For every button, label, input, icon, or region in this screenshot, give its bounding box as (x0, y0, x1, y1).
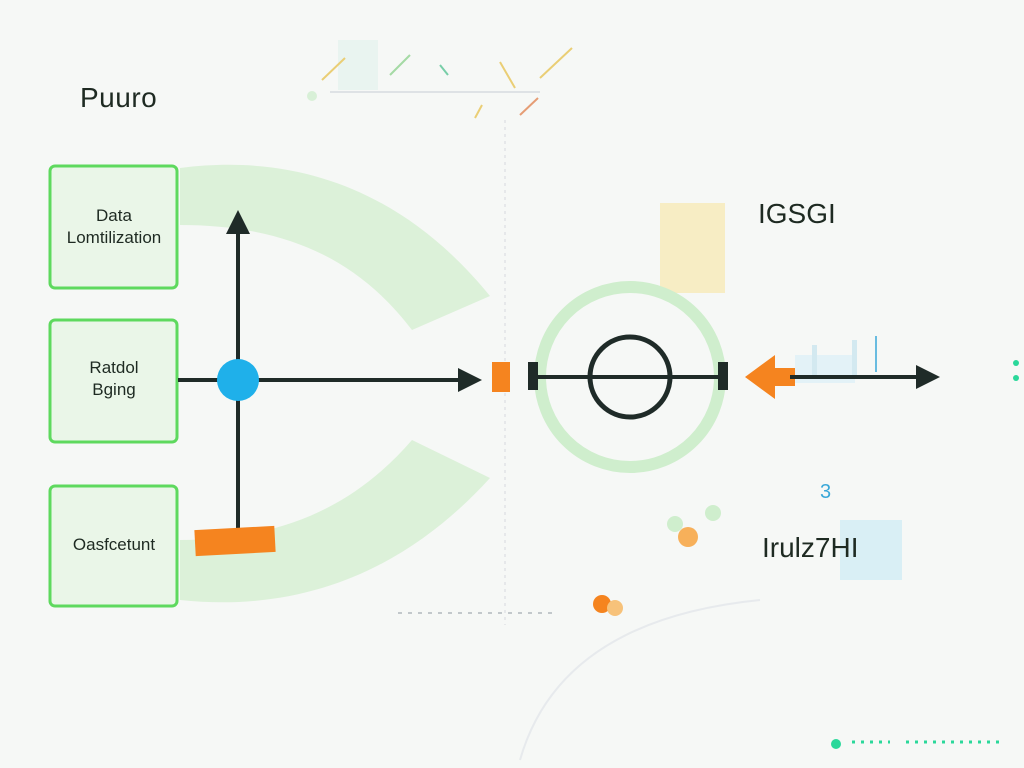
decor-stroke (519, 97, 539, 116)
curved-arrow-bottom (180, 440, 490, 603)
dot-orange-dark (593, 595, 611, 613)
decor-dot (1013, 375, 1019, 381)
teal-dotted-decor (831, 360, 1019, 749)
hub-right-tab (718, 362, 728, 390)
box-data-lomtilization (48, 164, 179, 290)
blue-node (217, 359, 259, 401)
decor-stroke (539, 47, 573, 79)
dot-orange (678, 527, 698, 547)
box-oasfcetunt (48, 484, 179, 608)
decor-dot (307, 91, 317, 101)
decor-stroke (474, 104, 483, 119)
orange-arrow (745, 355, 795, 399)
curved-arrow-top (180, 164, 490, 330)
box-ratdol-bging (48, 318, 179, 444)
decor-panel (338, 40, 378, 90)
label-irulz7hi: Irulz7HI (762, 532, 859, 563)
blue-accent-block (840, 520, 902, 580)
mini-chart-bar (812, 345, 817, 375)
orange-marker (492, 362, 510, 392)
decor-stroke (439, 64, 449, 76)
box-label-ratdol-bging: Ratdol Bging (89, 358, 139, 399)
box-label-data-lomtilization: Data Lomtilization (66, 206, 162, 247)
decor-dot (831, 739, 841, 749)
diagram-title: Puuro (80, 82, 158, 113)
decor-stroke (389, 54, 411, 76)
background-decoration (307, 40, 761, 761)
box-label-oasfcetunt: Oasfcetunt (72, 535, 156, 554)
hub-left-tab (528, 362, 538, 390)
label-igsgi: IGSGI (758, 198, 836, 229)
orange-bar (194, 525, 276, 557)
decor-arc (519, 599, 761, 761)
decor-dot (1013, 360, 1019, 366)
mini-chart-bar (852, 340, 857, 375)
dot-orange-light (607, 600, 623, 616)
dot-green (667, 516, 683, 532)
yellow-accent-block (660, 203, 725, 293)
dot-green (705, 505, 721, 521)
decor-stroke (321, 57, 346, 81)
label-number: 3 (820, 481, 832, 503)
decor-stroke (499, 61, 516, 89)
